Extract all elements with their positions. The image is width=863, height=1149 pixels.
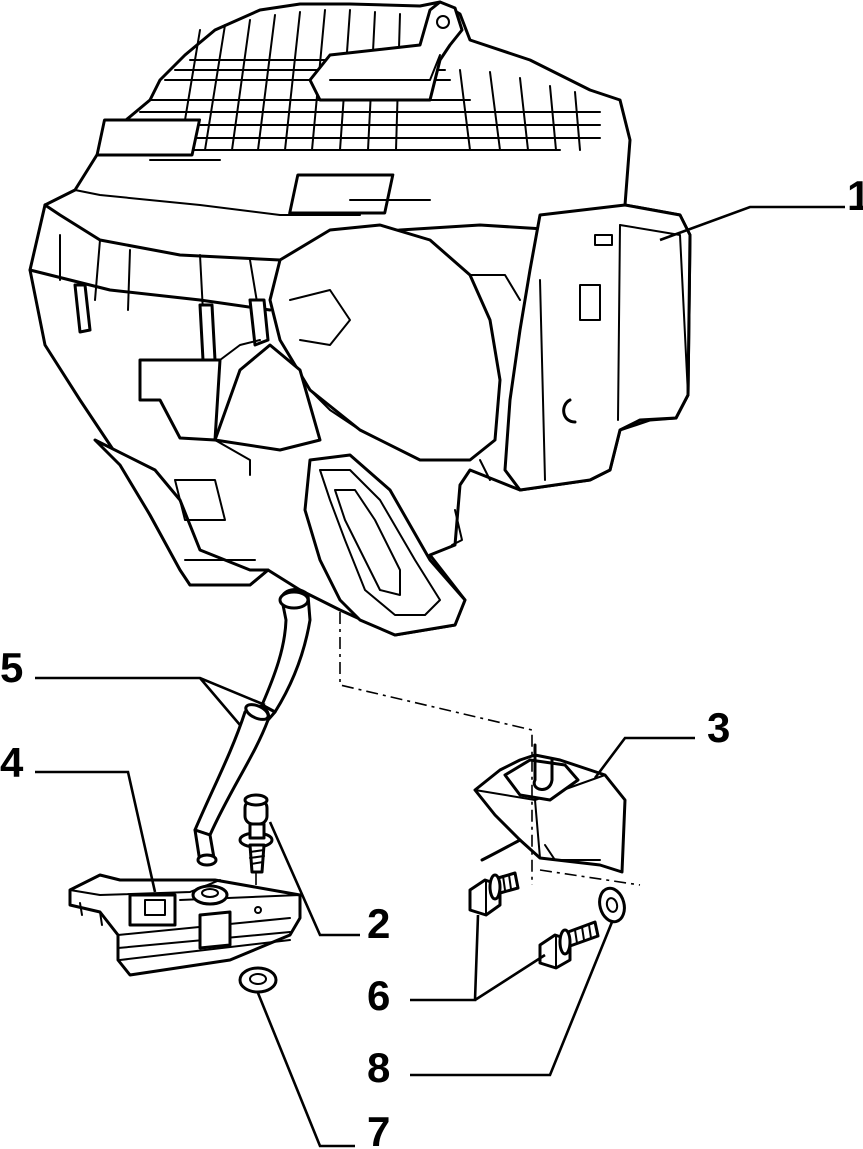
washer-part-7 [238,966,278,994]
callout-number-3: 3 [707,704,730,751]
bolt-part-upper [468,871,520,917]
callout-number-8: 8 [367,1044,390,1091]
callout-number-4: 4 [0,739,24,786]
leader-line-6 [410,914,546,1002]
leader-line-3 [593,736,695,779]
callout-number-5: 5 [0,644,23,691]
leader-line-4 [35,770,157,893]
drain-hose-part [193,588,312,867]
leader-line-2 [268,821,360,937]
leader-line-5 [35,676,266,726]
leader-line-7 [256,992,355,1148]
leader-line-8 [410,921,614,1077]
mounting-support-part [473,743,627,874]
assembly-centerline [339,612,533,885]
screw-part [238,793,274,905]
washer-part-8 [598,886,626,924]
assembly-centerline-washer [539,869,641,886]
leader-line-1 [659,205,845,242]
bracket-part [68,873,302,977]
callout-number-2: 2 [367,900,390,947]
callout-number-1: 1 [847,172,863,219]
callout-number-7: 7 [367,1108,390,1149]
hvac-housing-part [28,0,692,637]
callout-number-6: 6 [367,972,390,1019]
bolt-part-lower [538,920,600,970]
